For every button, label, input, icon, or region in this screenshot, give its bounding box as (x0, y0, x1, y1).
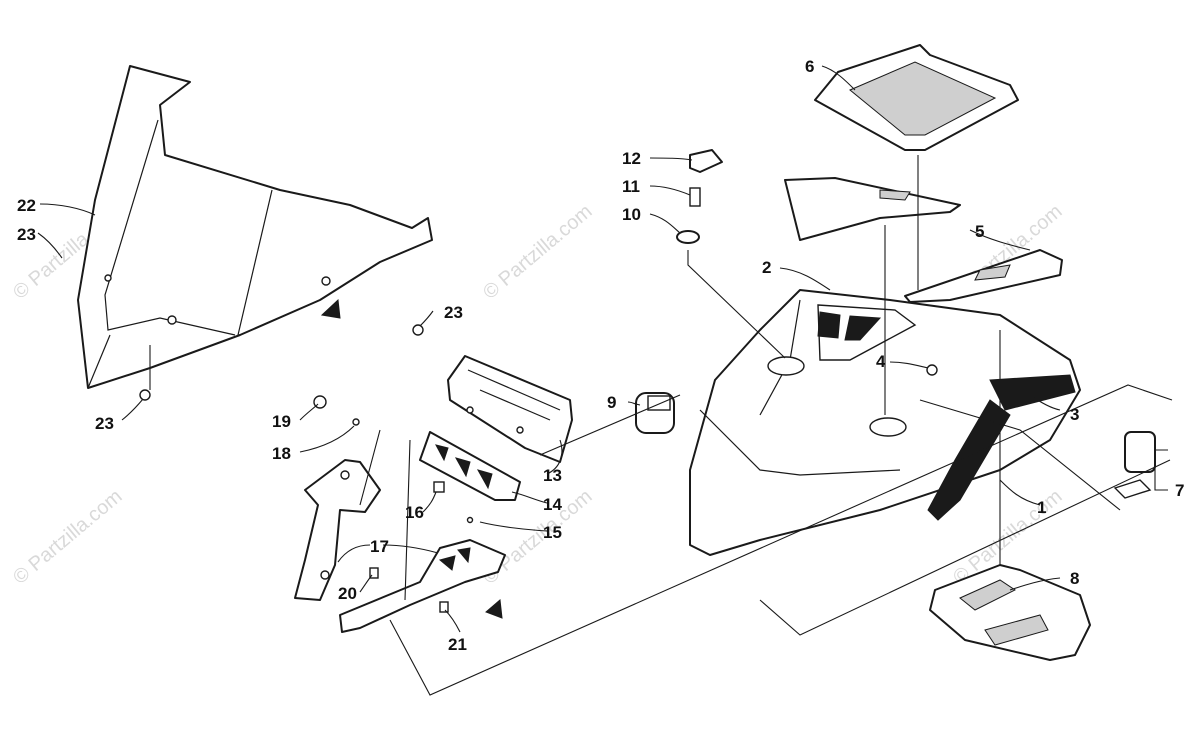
windshield (77, 65, 433, 389)
callout-8: 8 (1070, 569, 1079, 588)
callout-17: 17 (370, 537, 389, 556)
callout-6: 6 (805, 57, 814, 76)
watermark: © Partzilla.com (479, 200, 596, 303)
callout-5: 5 (975, 222, 984, 241)
callout-21: 21 (448, 635, 467, 654)
callout-18: 18 (272, 444, 291, 463)
callout-23: 23 (444, 303, 463, 322)
grille (814, 44, 1019, 151)
gauge (447, 355, 573, 463)
hardware-parts (313, 395, 474, 613)
callout-9: 9 (607, 393, 616, 412)
mount-brackets (294, 459, 506, 633)
gauge-bracket (419, 431, 521, 501)
callout-19: 19 (272, 412, 291, 431)
callout-22: 22 (17, 196, 36, 215)
callout-2: 2 (762, 258, 771, 277)
callouts: 1 2 3 4 5 6 7 8 9 10 11 12 13 14 15 16 1… (17, 57, 1184, 654)
callout-1: 1 (1037, 498, 1046, 517)
callout-11: 11 (622, 177, 640, 196)
callout-16: 16 (405, 503, 424, 522)
accessory-parts (926, 364, 1156, 661)
assembly-lines (149, 155, 1173, 696)
callout-12: 12 (622, 149, 641, 168)
hood (689, 289, 1081, 556)
vent-panels (784, 177, 1063, 303)
callout-4: 4 (876, 352, 886, 371)
callout-7: 7 (1175, 481, 1184, 500)
callout-3: 3 (1070, 405, 1079, 424)
callout-leaders (37, 65, 1168, 633)
callout-23: 23 (17, 225, 36, 244)
callout-10: 10 (622, 205, 641, 224)
callout-15: 15 (543, 523, 562, 542)
screw-parts (139, 324, 424, 401)
watermark: © Partzilla.com (9, 485, 126, 588)
ignition-parts (635, 149, 723, 434)
callout-14: 14 (543, 495, 562, 514)
callout-23: 23 (95, 414, 114, 433)
callout-20: 20 (338, 584, 357, 603)
callout-13: 13 (543, 466, 562, 485)
